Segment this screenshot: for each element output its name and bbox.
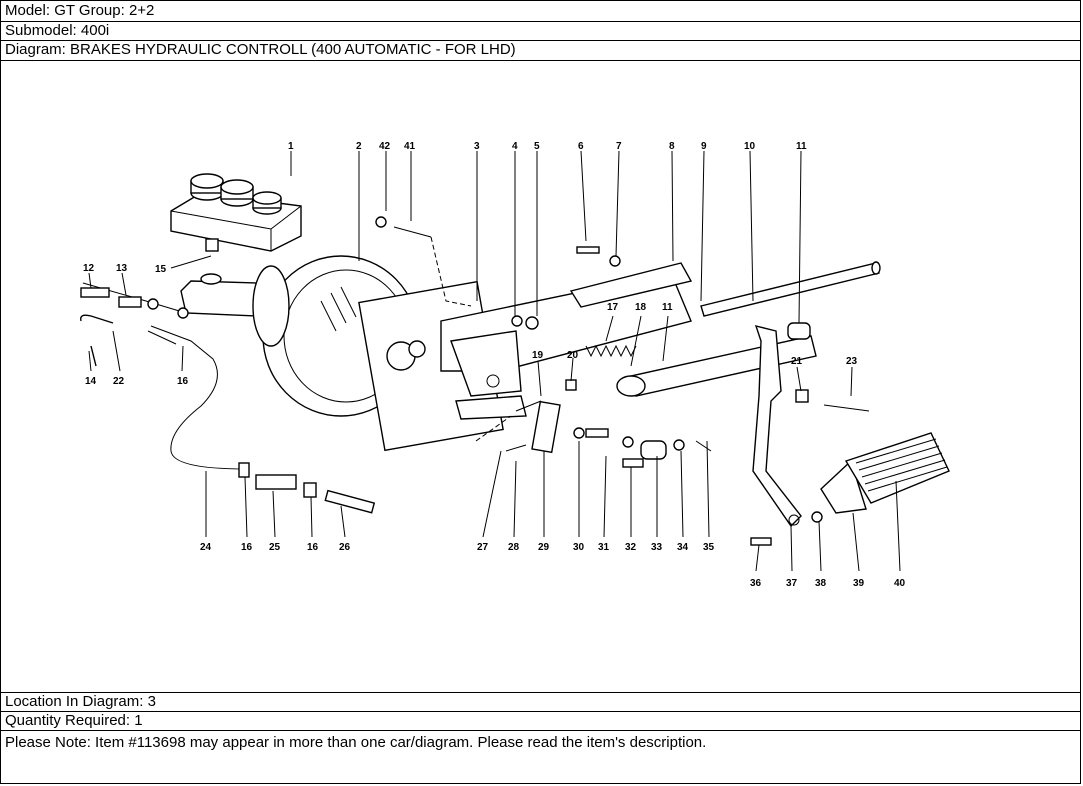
callout-24: 24	[200, 542, 212, 553]
callout-21: 21	[791, 356, 803, 367]
fasteners	[80, 216, 870, 546]
callout-16c: 16	[307, 542, 319, 553]
quantity-line: Quantity Required: 1	[1, 712, 1080, 731]
callout-23: 23	[846, 356, 858, 367]
callout-10: 10	[744, 141, 756, 152]
callout-39: 39	[853, 578, 865, 589]
callout-33: 33	[651, 542, 663, 553]
callout-40: 40	[894, 578, 906, 589]
callout-36: 36	[750, 578, 762, 589]
callout-16: 16	[177, 376, 189, 387]
diagram-title: Diagram: BRAKES HYDRAULIC CONTROLL (400 …	[1, 41, 1080, 61]
brake-pedal-arm	[752, 325, 950, 528]
callout-14: 14	[85, 376, 97, 387]
callout-34: 34	[677, 542, 689, 553]
callout-7: 7	[616, 141, 622, 152]
location-line: Location In Diagram: 3	[1, 693, 1080, 712]
callout-26: 26	[339, 542, 351, 553]
callout-labels: 1 2 42 41 3 4 5 6 7 8 9 10 11 12 13 15 1…	[83, 141, 906, 589]
note-line: Please Note: Item #113698 may appear in …	[5, 734, 707, 751]
exploded-parts-diagram: 1 2 42 41 3 4 5 6 7 8 9 10 11 12 13 15 1…	[1, 61, 1080, 693]
callout-1: 1	[288, 141, 294, 152]
callout-31: 31	[598, 542, 610, 553]
callout-30: 30	[573, 542, 585, 553]
callout-25: 25	[269, 542, 281, 553]
callout-11b: 11	[662, 302, 673, 313]
callout-11: 11	[796, 141, 807, 152]
callout-20: 20	[567, 350, 579, 361]
callout-13: 13	[116, 263, 128, 274]
callout-19: 19	[532, 350, 544, 361]
callout-41: 41	[404, 141, 416, 152]
submodel-line: Submodel: 400i	[1, 22, 1080, 41]
model-line: Model: GT Group: 2+2	[1, 1, 1080, 22]
leader-lines	[88, 150, 901, 572]
callout-35: 35	[703, 542, 715, 553]
callout-16b: 16	[241, 542, 253, 553]
callout-18: 18	[635, 302, 647, 313]
callout-29: 29	[538, 542, 550, 553]
callout-28: 28	[508, 542, 520, 553]
callout-4: 4	[512, 141, 518, 152]
callout-3: 3	[474, 141, 480, 152]
callout-12: 12	[83, 263, 95, 274]
brake-fluid-reservoir	[170, 173, 302, 252]
return-spring	[585, 344, 637, 358]
callout-38: 38	[815, 578, 827, 589]
callout-5: 5	[534, 141, 540, 152]
callout-37: 37	[786, 578, 798, 589]
callout-17: 17	[607, 302, 619, 313]
callout-27: 27	[477, 542, 489, 553]
brake-assembly-drawing: 1 2 42 41 3 4 5 6 7 8 9 10 11 12 13 15 1…	[80, 141, 950, 589]
callout-32: 32	[625, 542, 637, 553]
callout-22: 22	[113, 376, 125, 387]
callout-8: 8	[669, 141, 675, 152]
callout-9: 9	[701, 141, 707, 152]
assembly-guide-lines	[430, 236, 512, 442]
pedal-bracket	[440, 262, 693, 420]
callout-6: 6	[578, 141, 584, 152]
callout-2: 2	[356, 141, 362, 152]
callout-15: 15	[155, 264, 167, 275]
callout-42: 42	[379, 141, 391, 152]
